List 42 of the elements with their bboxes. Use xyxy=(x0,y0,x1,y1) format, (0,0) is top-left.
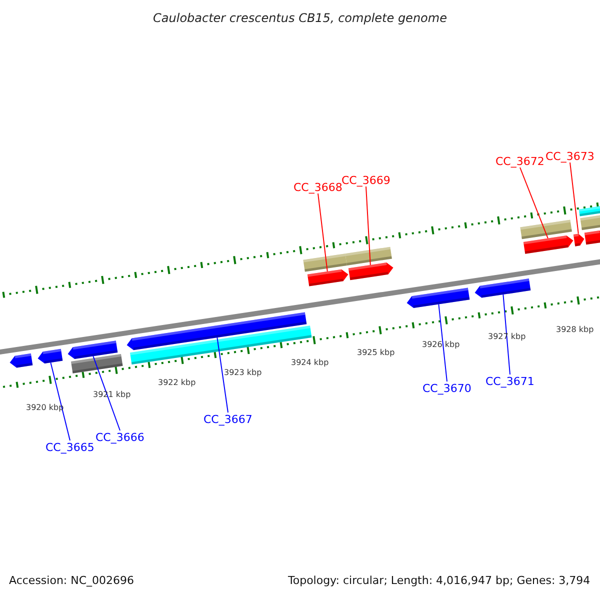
feature-bar xyxy=(580,214,600,230)
gene-label: CC_3669 xyxy=(342,174,390,186)
feature-bar xyxy=(130,326,312,365)
leader-line xyxy=(50,362,70,441)
gene-label: CC_3671 xyxy=(486,376,534,386)
leader-line xyxy=(366,186,371,266)
feature-bar xyxy=(578,206,600,216)
gene-label: CC_3667 xyxy=(204,414,252,424)
tick-label: 3922 kbp xyxy=(158,379,196,387)
leader-line xyxy=(216,337,228,413)
leader-line xyxy=(438,304,448,382)
leader-line xyxy=(570,162,579,234)
tick-label: 3926 kbp xyxy=(422,341,460,349)
feature-bar xyxy=(345,246,392,266)
title: Caulobacter crescentus CB15, complete genome xyxy=(152,12,448,24)
gene-feature xyxy=(307,269,348,286)
gene-label: CC_3665 xyxy=(46,442,94,452)
feature-bar xyxy=(520,220,572,240)
gene-feature xyxy=(10,353,33,368)
tick-label: 3924 kbp xyxy=(291,359,329,367)
tick-label: 3928 kbp xyxy=(556,326,594,334)
gene-feature xyxy=(68,340,118,359)
gene-label: CC_3670 xyxy=(422,382,472,394)
gene-feature xyxy=(406,288,470,308)
leader-line xyxy=(318,193,328,272)
leader-line xyxy=(502,294,510,375)
gene-feature xyxy=(126,312,307,350)
feature-bar xyxy=(303,254,347,272)
feature-bar xyxy=(70,354,123,374)
gene-label: CC_3673 xyxy=(546,150,594,162)
gene-feature xyxy=(474,278,531,298)
genome-info-text: Topology: circular; Length: 4,016,947 bp; Genes: 3,794 xyxy=(288,575,590,586)
gene-label: CC_3666 xyxy=(96,432,144,442)
gene-feature xyxy=(584,230,600,245)
tick-label: 3925 kbp xyxy=(357,349,395,357)
gene-feature xyxy=(573,234,584,246)
accession-text: Accession: NC_002696 xyxy=(9,575,134,586)
gene-label: CC_3668 xyxy=(294,182,342,192)
tick-label: 3923 kbp xyxy=(224,369,262,377)
gene-label: CC_3672 xyxy=(496,156,544,166)
gene-feature xyxy=(348,262,394,280)
gene-feature xyxy=(38,348,63,364)
